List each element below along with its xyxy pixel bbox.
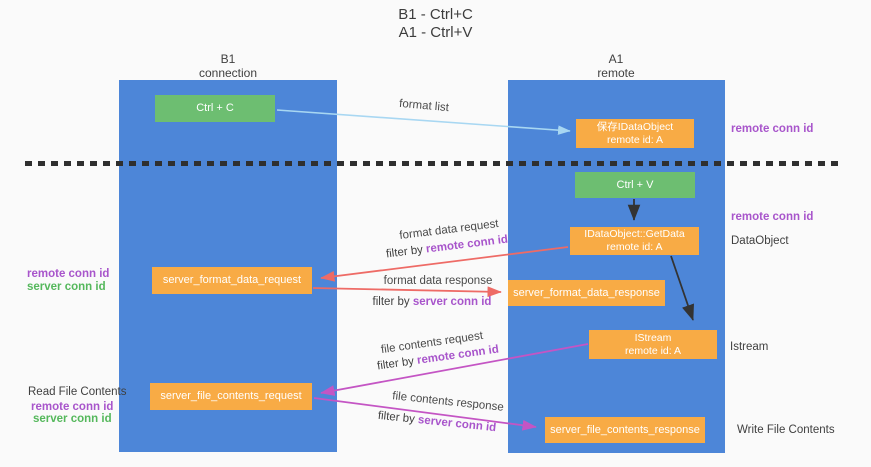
filter-by-text: filter by: [377, 409, 419, 426]
server-format-data-response-label: server_format_data_response: [513, 286, 660, 299]
remote-conn-id-annotation-bottom-left: remote conn id: [31, 401, 114, 413]
save-idataobject-line2: remote id: A: [606, 133, 664, 146]
getdata-line1: IDataObject::GetData: [584, 228, 685, 240]
read-file-contents-annotation: Read File Contents: [28, 386, 127, 398]
server-conn-id-text: server conn id: [412, 296, 492, 308]
filter-by-server-conn-id-label: filter by server conn id: [373, 296, 492, 308]
column-a1-name: A1: [608, 52, 624, 66]
phase-separator-dashed-line: [25, 161, 838, 166]
column-b1-name: B1: [220, 52, 236, 66]
file-contents-response-label: file contents response: [391, 390, 505, 414]
save-idataobject-box: 保存IDataObject remote id: A: [576, 119, 694, 148]
istream-annotation: Istream: [730, 341, 769, 353]
istream-box: IStream remote id: A: [589, 330, 717, 359]
title-line-2: A1 - Ctrl+V: [398, 24, 473, 41]
server-file-contents-request-label: server_file_contents_request: [160, 390, 302, 402]
server-conn-id-annotation-bottom-left: server conn id: [33, 413, 112, 425]
idataobject-getdata-box: IDataObject::GetData remote id: A: [570, 227, 699, 255]
remote-conn-id-annotation-mid-right: remote conn id: [731, 211, 814, 223]
server-format-data-request-box: server_format_data_request: [152, 267, 312, 294]
filter-by-text: filter by: [385, 243, 427, 261]
server-conn-id-annotation-left: server conn id: [27, 281, 106, 293]
getdata-line2: remote id: A: [606, 241, 663, 253]
remote-conn-id-annotation-top-right: remote conn id: [731, 123, 814, 135]
filter-by-text: filter by: [376, 354, 418, 373]
server-file-contents-response-label: server_file_contents_response: [550, 423, 700, 436]
filter-by-text: filter by: [372, 296, 413, 308]
write-file-contents-annotation: Write File Contents: [737, 424, 835, 436]
server-format-data-request-label: server_format_data_request: [162, 274, 302, 286]
column-header-a1: A1 remote: [536, 52, 696, 80]
filter-by-server-conn-id-label: filter by server conn id: [377, 410, 496, 434]
ctrl-v-label: Ctrl + V: [616, 178, 654, 191]
ctrl-c-box: Ctrl + C: [155, 95, 275, 122]
format-data-response-arrow: [312, 286, 502, 298]
ctrl-c-label: Ctrl + C: [196, 102, 234, 114]
istream-line2: remote id: A: [624, 344, 682, 357]
ctrl-v-box: Ctrl + V: [575, 172, 695, 198]
server-conn-id-text: server conn id: [417, 414, 497, 435]
diagram-title: B1 - Ctrl+C A1 - Ctrl+V: [0, 6, 871, 42]
remote-conn-id-annotation-left: remote conn id: [27, 268, 110, 280]
istream-line1: IStream: [634, 331, 672, 344]
column-a1-role: remote: [597, 66, 635, 80]
server-format-data-response-box: server_format_data_response: [508, 280, 665, 306]
format-data-response-label: format data response: [383, 275, 493, 287]
save-idataobject-line1: 保存IDataObject: [596, 120, 674, 133]
dataobject-annotation: DataObject: [731, 235, 789, 247]
column-b1-role: connection: [198, 66, 258, 80]
server-file-contents-response-box: server_file_contents_response: [545, 417, 705, 443]
column-header-b1: B1 connection: [148, 52, 308, 80]
title-line-1: B1 - Ctrl+C: [398, 6, 473, 23]
format-list-label: format list: [398, 97, 450, 115]
server-file-contents-request-box: server_file_contents_request: [150, 383, 312, 410]
